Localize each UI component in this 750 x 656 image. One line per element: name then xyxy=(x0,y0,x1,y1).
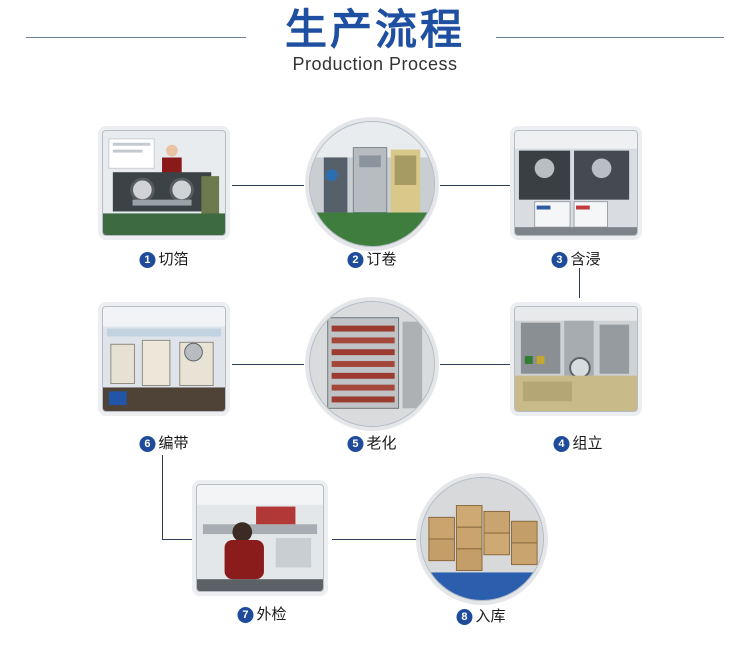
step-3-number-badge: 3 xyxy=(551,252,568,268)
step-1-text: 切箔 xyxy=(158,250,189,268)
step-5-photo xyxy=(309,301,435,427)
step-2-text: 订卷 xyxy=(366,250,397,268)
step-6-photo xyxy=(102,306,226,412)
step-5-text: 老化 xyxy=(366,434,397,452)
title-rule-left xyxy=(26,37,246,38)
step-8-text: 入库 xyxy=(475,607,506,625)
connector-5-6 xyxy=(232,364,304,365)
connector-6-7-vertical xyxy=(162,455,163,539)
step-7-number-badge: 7 xyxy=(237,607,254,623)
title-rule-right xyxy=(496,37,724,38)
foil-cutting-machine-icon xyxy=(103,131,225,235)
connector-7-8 xyxy=(332,539,418,540)
step-4-number-badge: 4 xyxy=(553,436,570,452)
step-3-text: 含浸 xyxy=(570,250,601,268)
taping-line-icon xyxy=(103,307,225,411)
step-6-text: 编带 xyxy=(158,434,189,452)
connector-6-7-horizontal xyxy=(162,539,192,540)
step-7-text: 外检 xyxy=(256,605,287,623)
step-2-number-badge: 2 xyxy=(347,252,364,268)
step-1-number-badge: 1 xyxy=(139,252,156,268)
step-4-photo xyxy=(514,306,638,412)
connector-1-2 xyxy=(232,185,304,186)
connector-4-5 xyxy=(440,364,512,365)
impregnation-tanks-icon xyxy=(515,131,637,235)
connector-2-3 xyxy=(440,185,510,186)
step-2-photo xyxy=(309,121,435,247)
aging-rack-icon xyxy=(310,302,434,426)
step-8-photo xyxy=(420,477,544,601)
step-3-photo xyxy=(514,130,638,236)
step-7-photo xyxy=(196,484,324,592)
connector-3-4 xyxy=(579,268,580,298)
step-5-number-badge: 5 xyxy=(347,436,364,452)
step-4-text: 组立 xyxy=(572,434,603,452)
assembly-machine-icon xyxy=(515,307,637,411)
page-title: 生产流程 xyxy=(284,5,465,54)
step-1-photo xyxy=(102,130,226,236)
step-6-number-badge: 6 xyxy=(139,436,156,452)
step-8-number-badge: 8 xyxy=(456,609,473,625)
warehouse-boxes-icon xyxy=(421,478,543,600)
visual-inspection-icon xyxy=(197,485,323,591)
page-subtitle: Production Process xyxy=(292,54,458,74)
winding-machine-icon xyxy=(310,122,434,246)
